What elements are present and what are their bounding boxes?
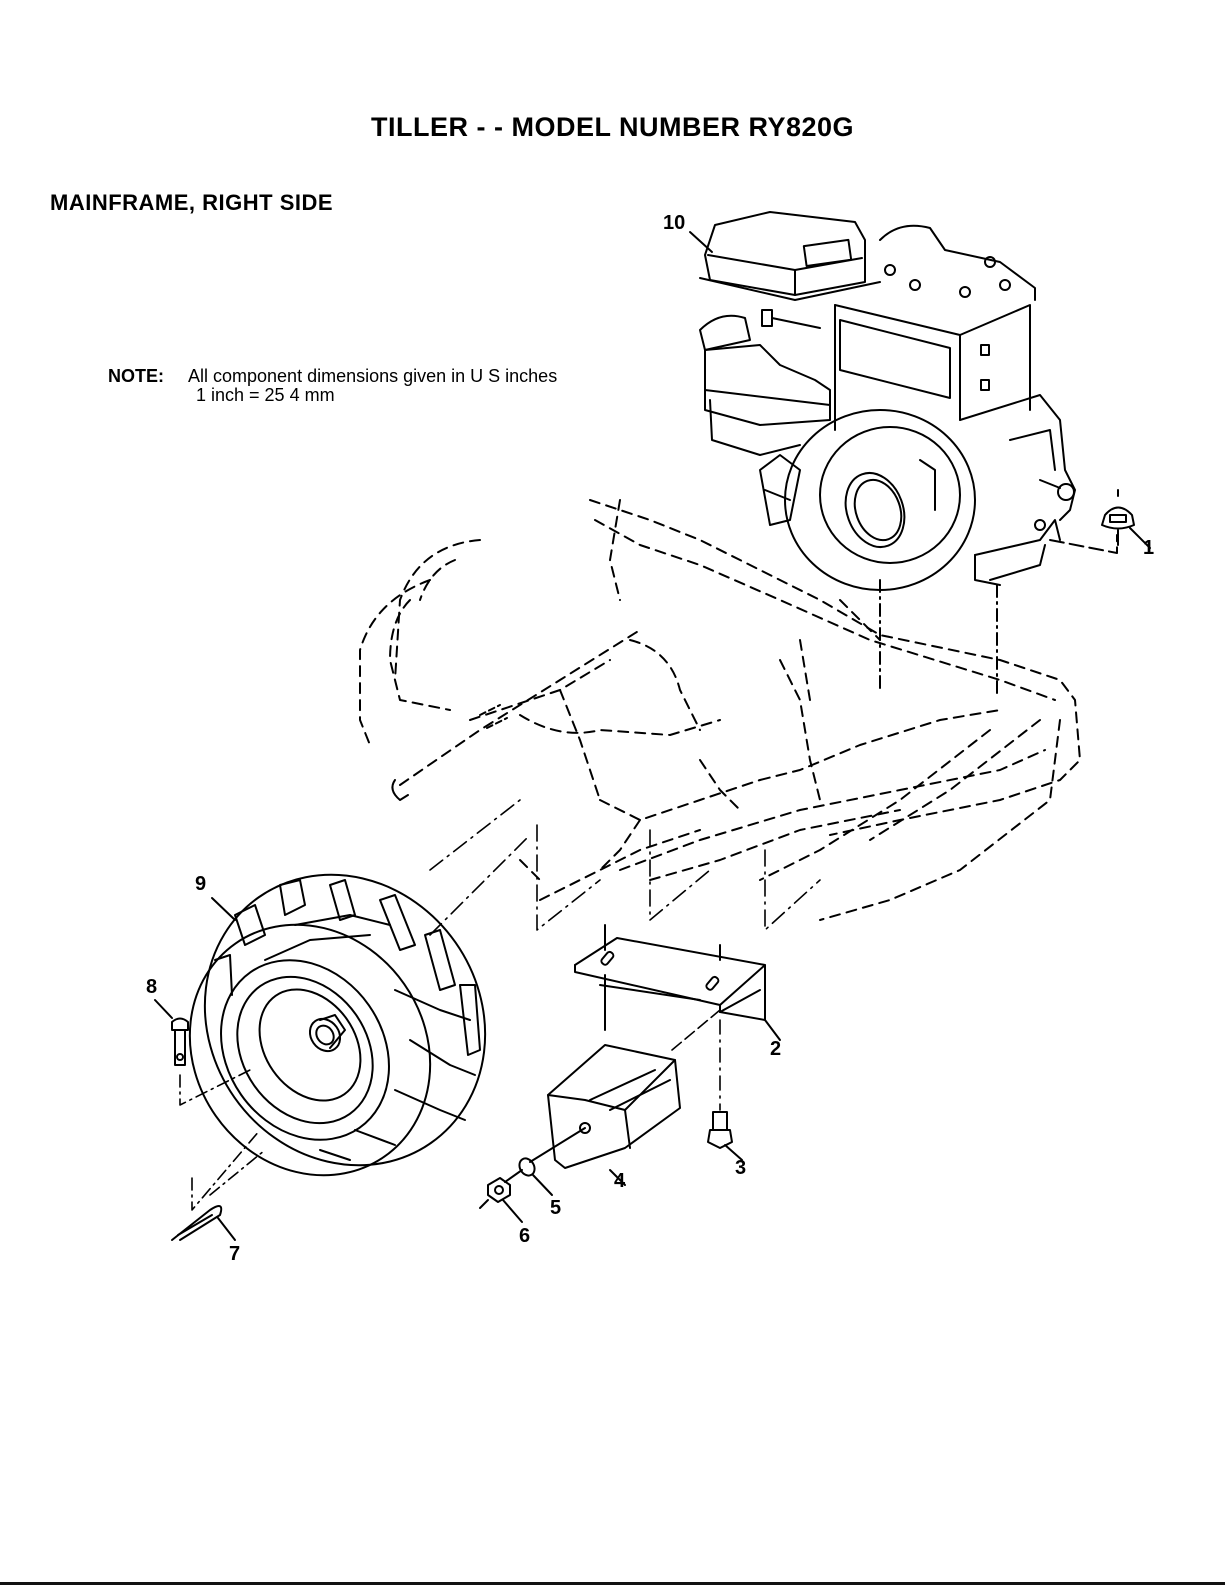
weight-drawing (548, 1010, 720, 1185)
callout-4: 4 (614, 1170, 625, 1193)
callout-6: 6 (519, 1225, 530, 1248)
frame-bracket-leaders (430, 800, 820, 930)
leader-9 (212, 898, 235, 920)
engine-drawing (700, 212, 1117, 695)
callout-5: 5 (550, 1197, 561, 1220)
callout-1: 1 (1143, 537, 1154, 560)
clevis-pin-drawing (155, 1000, 250, 1105)
hair-pin-drawing (172, 1130, 265, 1240)
callout-3: 3 (735, 1157, 746, 1180)
mainframe-dashed-drawing (360, 500, 1080, 920)
callout-2: 2 (770, 1038, 781, 1061)
washer-nut-drawing (480, 1128, 585, 1222)
bolt-drawing (708, 1020, 742, 1160)
callout-8: 8 (146, 976, 157, 999)
callout-7: 7 (229, 1243, 240, 1266)
axle-shaft-drawing (392, 705, 507, 800)
bracket-drawing (575, 925, 780, 1040)
callout-10: 10 (663, 212, 685, 235)
callout-9: 9 (195, 873, 206, 896)
